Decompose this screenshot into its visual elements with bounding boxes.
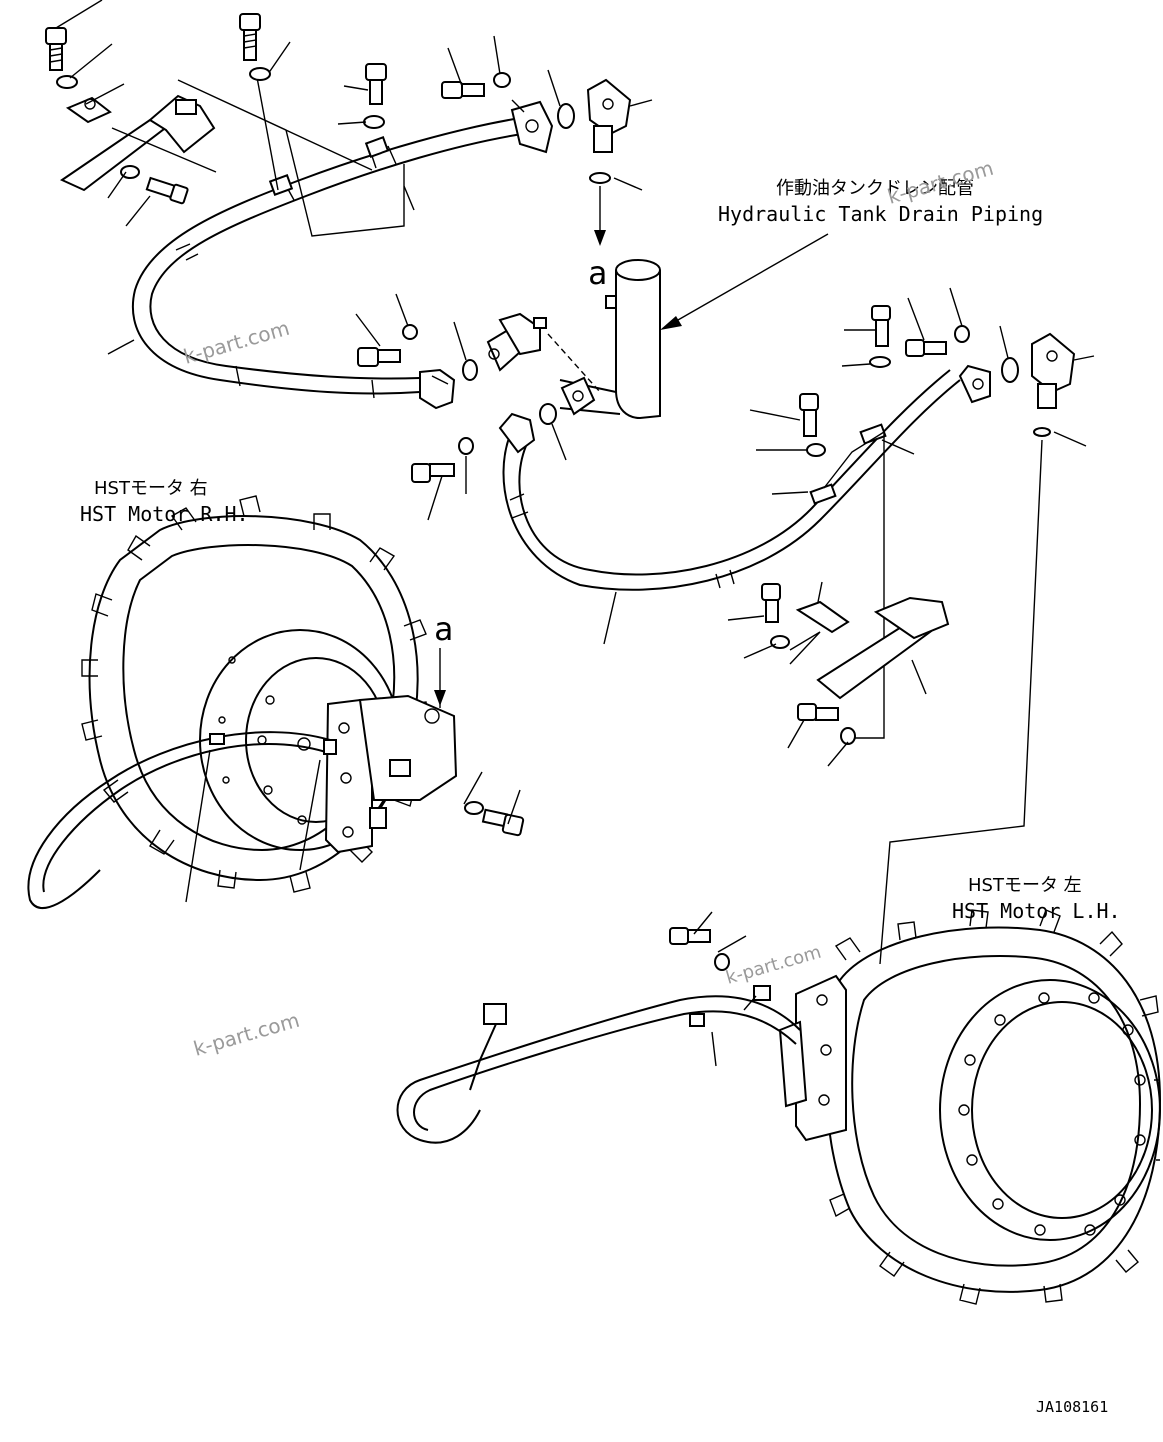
bolt-right-3	[799, 393, 819, 437]
bolt-motor-rh	[481, 808, 525, 837]
washer-middle	[458, 437, 474, 455]
bolt-right-4	[761, 583, 781, 623]
watermark-4: k-part.com	[724, 942, 824, 989]
oring-middle	[539, 403, 557, 425]
bolt-top-4	[441, 81, 485, 99]
oring-mid-left	[462, 359, 478, 381]
hst-motor-lh	[396, 909, 1162, 1305]
watermark-3: k-part.com	[191, 1008, 302, 1061]
bolt-right-2	[905, 339, 947, 357]
bolt-left-2	[145, 176, 189, 205]
hose-flange-left-end	[419, 368, 456, 410]
washer-right-2	[954, 325, 970, 343]
motor-rh-en: HST Motor R.H.	[80, 502, 249, 526]
washer-motor-lh	[714, 953, 730, 971]
bolt-mid-left	[357, 347, 401, 367]
bolt-middle	[411, 463, 455, 483]
washer-top-2	[249, 67, 271, 81]
bracket-long-left	[59, 94, 216, 192]
oring-adapter	[589, 172, 611, 184]
bolt-right-1	[871, 305, 891, 347]
washer-right-5	[840, 727, 856, 745]
title-jp: 作動油タンクドレン配管	[776, 178, 974, 199]
drawing-number: JA108161	[1036, 1398, 1108, 1416]
hose-flange-top-end	[510, 100, 554, 154]
washer-top-3	[363, 115, 385, 129]
washer-right-1	[869, 356, 891, 368]
bracket-long-right	[816, 596, 950, 700]
oring-adapter-right	[1033, 427, 1051, 437]
oring-top	[557, 103, 575, 129]
washer-motor-rh	[464, 801, 484, 815]
bolt-motor-lh	[669, 927, 711, 945]
washer-mid-left	[402, 324, 418, 340]
bolt-top-left	[45, 27, 67, 71]
bolt-top-2	[239, 13, 261, 61]
washer-left-2	[120, 165, 140, 179]
title-arrow-head	[660, 316, 682, 330]
adapter-block-right	[1031, 332, 1076, 409]
washer-top-4	[493, 72, 511, 88]
motor-lh-jp: HSTモータ 左	[968, 875, 1082, 896]
tank-drain-pipe	[559, 259, 661, 420]
clamp-right-1	[859, 423, 887, 445]
tank-flange-left	[486, 312, 547, 372]
hose-flange-right-top	[958, 364, 991, 404]
ref-mark-motor: a	[434, 610, 453, 648]
watermark-2: k-part.com	[885, 156, 996, 209]
oring-right	[1001, 357, 1019, 383]
bolt-top-3	[365, 63, 387, 105]
motor-rh-jp: HSTモータ 右	[94, 478, 208, 499]
hose-flange-middle-top	[498, 412, 536, 454]
ref-mark-top: a	[588, 254, 607, 292]
washer-right-4	[770, 635, 790, 649]
tank-flange-right	[560, 376, 596, 416]
bolt-right-5	[797, 703, 839, 721]
title-en: Hydraulic Tank Drain Piping	[718, 202, 1043, 226]
washer-top-left	[56, 75, 78, 89]
clamp-2	[364, 136, 390, 158]
clamp-1	[268, 174, 294, 196]
washer-right-3	[806, 443, 826, 457]
clip-bracket-small	[65, 96, 112, 124]
clip-bracket-right	[795, 600, 850, 634]
adapter-block-top	[586, 78, 632, 153]
hst-motor-rh	[27, 495, 458, 910]
clamp-right-2	[809, 483, 837, 505]
watermark-1: k-part.com	[181, 316, 292, 369]
motor-lh-en: HST Motor L.H.	[952, 899, 1121, 923]
